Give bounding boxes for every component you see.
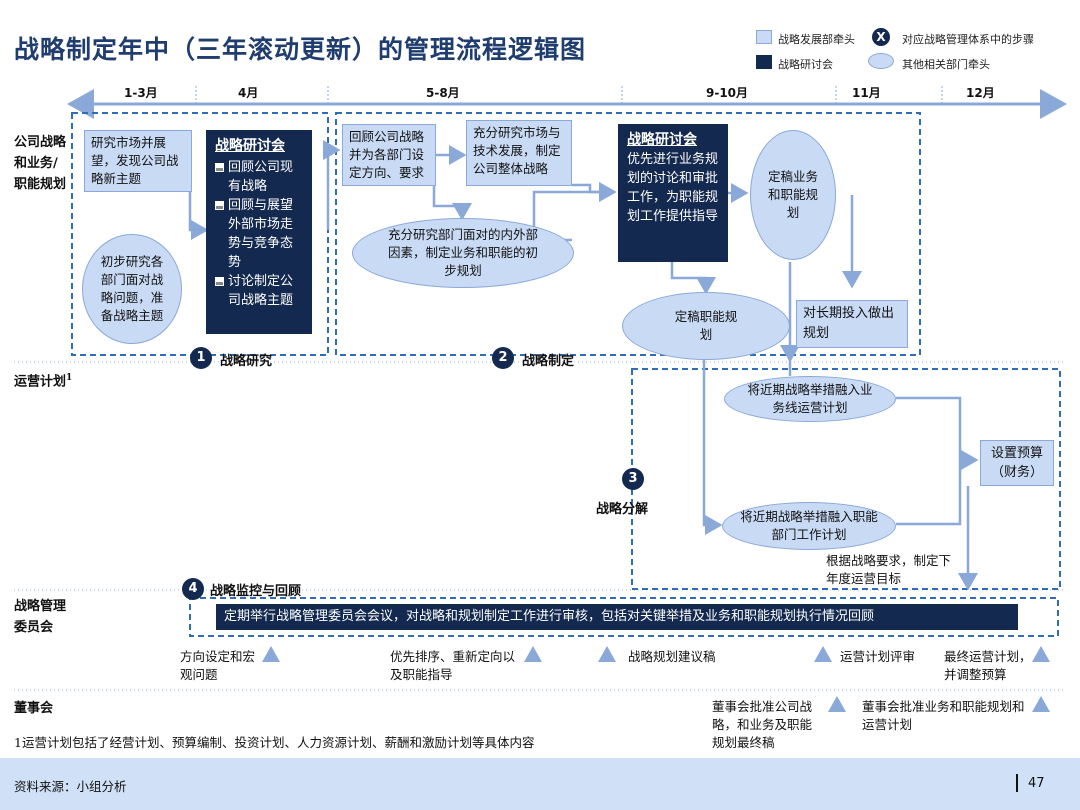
row-label-committee: 战略管理委员会	[14, 599, 67, 635]
legend-x-label: 对应战略管理体系中的步骤	[902, 33, 1034, 46]
workshop-box-phase1: 战略研讨会 回顾公司现有战略 回顾与展望外部市场走势与竞争态势 讨论制定公司战略…	[206, 130, 312, 334]
bullet-icon	[215, 163, 224, 172]
row-label-operation: 运营计划1	[14, 368, 72, 392]
committee-item: 最终运营计划，并调整预算	[944, 649, 1032, 682]
row-separators	[14, 361, 1066, 691]
page-title: 战略制定年中（三年滚动更新）的管理流程逻辑图	[14, 35, 587, 64]
phase-label-decomposition: 战略分解	[596, 502, 649, 517]
box-set-budget: 设置预算（财务）	[980, 440, 1054, 486]
month-label: 1-3月	[124, 86, 158, 100]
board-item: 董事会批准公司战略，和业务及职能规划最终稿	[712, 699, 813, 750]
footer-source: 资料来源：小组分析	[14, 779, 127, 794]
box-longterm-planning: 对长期投入做出规划	[796, 300, 908, 348]
ellipse-final-business-function: 定稿业务和职能规划	[750, 130, 836, 260]
step-number-3: 3	[622, 468, 644, 490]
note-operating-targets: 根据战略要求，制定下年度运营目标	[826, 553, 952, 586]
row-label-board: 董事会	[14, 701, 54, 716]
milestone-triangle-icon	[598, 646, 616, 662]
ellipse-final-function: 定稿职能规划	[622, 292, 790, 360]
ellipse-final-function-text: 定稿职能规划	[674, 309, 738, 342]
row-label-operation-sup: 1	[66, 373, 73, 383]
step-number-2: 2	[492, 347, 514, 369]
legend-ellipse-swatch	[868, 53, 894, 69]
ellipse-function-work-plan: 将近期战略举措融入职能部门工作计划	[722, 502, 896, 550]
workshop-item: 讨论制定公司战略主题	[215, 272, 303, 310]
legend-x-icon: X	[872, 28, 890, 46]
phase-label-research: 战略研究	[220, 354, 273, 369]
milestone-triangle-icon	[1032, 696, 1050, 712]
ellipse-final-business-function-text: 定稿业务和职能规划	[768, 169, 819, 220]
milestone-triangle-icon	[814, 646, 832, 662]
board-item: 董事会批准业务和职能规划和运营计划	[862, 699, 1025, 732]
page-divider	[1016, 774, 1018, 792]
ellipse-dept-planning: 充分研究部门面对的内外部因素，制定业务和职能的初步规划	[352, 218, 574, 288]
committee-item: 战略规划建议稿	[628, 649, 716, 664]
legend-ellipse-label: 其他相关部门牵头	[902, 58, 990, 71]
milestone-triangle-icon	[262, 646, 280, 662]
box-market-research: 研究市场并展望，发现公司战略新主题	[84, 130, 192, 192]
workshop-title: 战略研讨会	[627, 132, 697, 148]
milestone-triangle-icon	[1032, 646, 1050, 662]
box-review-strategy: 回顾公司战略并为各部门设定方向、要求	[342, 124, 436, 186]
phase-label-formulation: 战略制定	[522, 354, 575, 369]
committee-item: 运营计划评审	[840, 649, 916, 664]
ellipse-dept-planning-text: 充分研究部门面对的内外部因素，制定业务和职能的初步规划	[388, 227, 539, 278]
footer-bar	[0, 758, 1080, 810]
milestone-triangle-icon	[524, 646, 542, 662]
legend-dark-box-swatch	[756, 55, 772, 69]
row-label-operation-text: 运营计划	[14, 374, 67, 390]
footnote: 1运营计划包括了经营计划、预算编制、投资计划、人力资源计划、薪酬和激励计划等具体…	[14, 735, 535, 750]
workshop-text: 优先进行业务规划的讨论和审批工作，为职能规划工作提供指导	[627, 152, 719, 224]
bullet-icon	[215, 277, 224, 286]
month-label: 5-8月	[426, 86, 460, 100]
milestone-triangle-icon	[828, 696, 846, 712]
committee-item: 方向设定和宏观问题	[180, 649, 256, 682]
ellipse-function-work-plan-text: 将近期战略举措融入职能部门工作计划	[740, 509, 878, 542]
legend-dark-box-label: 战略研讨会	[778, 58, 833, 71]
workshop-box-phase2: 战略研讨会 优先进行业务规划的讨论和审批工作，为职能规划工作提供指导	[618, 124, 728, 262]
month-label: 9-10月	[706, 86, 749, 100]
ellipse-initial-research: 初步研究各部门面对战略问题，准备战略主题	[82, 234, 182, 344]
ellipse-business-operating-plan: 将近期战略举措融入业务线运营计划	[724, 376, 896, 422]
legend-light-box-swatch	[756, 30, 772, 44]
committee-review-bar: 定期举行战略管理委员会会议，对战略和规划制定工作进行审核，包括对关键举措及业务和…	[216, 604, 1018, 630]
step-number-1: 1	[190, 347, 212, 369]
bullet-icon	[215, 201, 224, 210]
timeline-ticks	[195, 86, 943, 104]
step-number-4: 4	[182, 578, 204, 600]
month-label: 4月	[238, 86, 259, 100]
row-label-strategy: 公司战略和业务/职能规划	[14, 135, 67, 192]
legend-light-box-label: 战略发展部牵头	[778, 33, 855, 46]
page-number: 47	[1028, 776, 1045, 791]
phase-label-monitoring: 战略监控与回顾	[210, 584, 302, 599]
ellipse-initial-research-text: 初步研究各部门面对战略问题，准备战略主题	[100, 254, 164, 323]
workshop-item: 回顾与展望外部市场走势与竞争态势	[215, 196, 303, 272]
month-label: 11月	[852, 86, 881, 100]
box-market-tech: 充分研究市场与技术发展，制定公司整体战略	[466, 120, 572, 186]
workshop-item: 回顾公司现有战略	[215, 158, 303, 196]
month-label: 12月	[966, 86, 995, 100]
ellipse-business-operating-plan-text: 将近期战略举措融入业务线运营计划	[747, 382, 873, 415]
committee-item: 优先排序、重新定向以及职能指导	[390, 649, 516, 682]
workshop-title: 战略研讨会	[215, 138, 285, 154]
